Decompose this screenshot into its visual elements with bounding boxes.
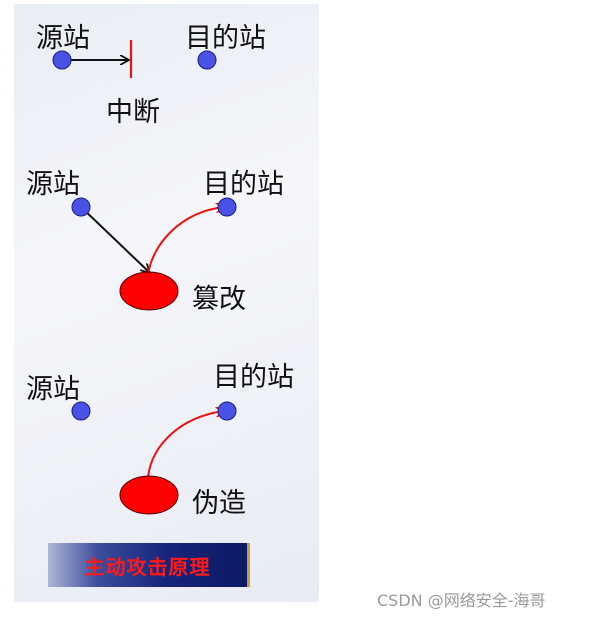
destination-label: 目的站 bbox=[203, 169, 284, 200]
destination-node bbox=[217, 197, 237, 217]
attack-label-fabrication: 伪造 bbox=[192, 488, 246, 519]
attack-label-interruption: 中断 bbox=[106, 97, 160, 128]
modified-arrow bbox=[147, 207, 224, 276]
attacker-node bbox=[119, 475, 179, 515]
attacker-node bbox=[119, 271, 179, 311]
destination-node bbox=[197, 50, 217, 70]
source-label: 源站 bbox=[26, 374, 80, 405]
attack-label-modification: 篡改 bbox=[192, 284, 246, 315]
scenario-modification: 源站 目的站 篡改 bbox=[26, 169, 284, 315]
diagram-title: 主动攻击原理 bbox=[84, 554, 211, 579]
source-node bbox=[71, 401, 91, 421]
source-label: 源站 bbox=[36, 23, 90, 54]
source-label: 源站 bbox=[26, 169, 80, 200]
scenario-interruption: 源站 目的站 中断 bbox=[36, 23, 266, 128]
source-node bbox=[52, 50, 72, 70]
destination-node bbox=[217, 401, 237, 421]
intercept-arrow bbox=[80, 206, 149, 272]
scenario-fabrication: 源站 目的站 伪造 bbox=[26, 362, 294, 519]
title-banner: 主动攻击原理 bbox=[48, 543, 250, 587]
source-node bbox=[71, 197, 91, 217]
destination-label: 目的站 bbox=[213, 362, 294, 393]
fabricated-arrow bbox=[147, 411, 224, 478]
watermark: CSDN @网络安全-海哥 bbox=[377, 591, 546, 610]
destination-label: 目的站 bbox=[185, 23, 266, 54]
